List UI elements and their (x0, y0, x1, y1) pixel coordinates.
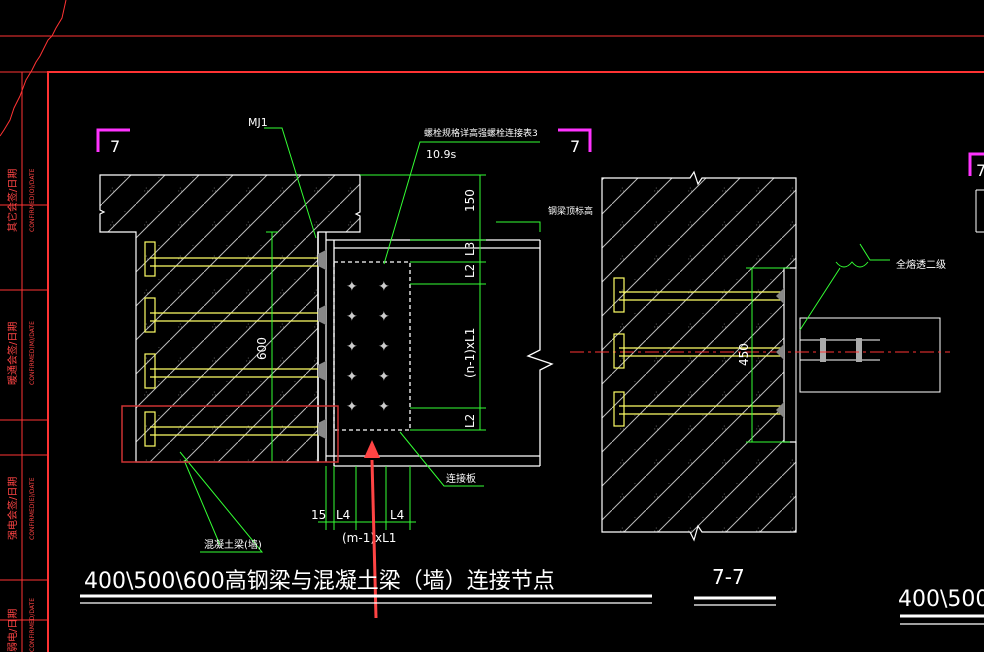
dim-l3: L3 (463, 242, 477, 256)
section-title: 7-7 (694, 565, 776, 606)
svg-text:7: 7 (110, 137, 120, 156)
main-title-text: 400\500\600高钢梁与混凝土梁（墙）连接节点 (84, 569, 555, 594)
left-detail: 7 7 (96, 116, 593, 619)
section-mark-right: 7 (558, 128, 592, 156)
stamp-cell-3: 强电会签/日期 (6, 477, 19, 540)
dim-l2-bottom: L2 (463, 414, 477, 428)
svg-text:✦: ✦ (378, 399, 390, 415)
weld-marks-section (776, 288, 784, 418)
svg-text:7: 7 (570, 137, 580, 156)
svg-text:✦: ✦ (346, 339, 358, 355)
side-stamp: 其它会签/日期 CONFIRMED(O)/DATE 暖通会签/日期 CONFIR… (6, 168, 36, 652)
svg-text:7: 7 (976, 161, 984, 180)
dimension-lines (179, 127, 541, 553)
stamp-cell-4: 弱电/日期 (6, 609, 19, 652)
svg-text:✦: ✦ (378, 369, 390, 385)
partial-title: 400\500 (898, 587, 984, 625)
shear-studs-section (613, 277, 784, 427)
svg-text:✦: ✦ (378, 309, 390, 325)
svg-text:✦: ✦ (346, 369, 358, 385)
steel-beam (326, 239, 554, 467)
label-weld: 全熔透二级 (896, 258, 946, 271)
svg-text:✦: ✦ (378, 279, 390, 295)
dim-l2-top: L2 (463, 264, 477, 278)
highlight-box (121, 405, 339, 463)
dimension-text: 600 150 L3 L2 (n-1)xL1 L2 15 L4 L4 (m-1)… (255, 189, 477, 545)
stamp-cell-3-en: CONFIRMED(E)/DATE (29, 477, 36, 540)
dim-600: 600 (255, 337, 269, 360)
stamp-cell-2: 暖通会签/日期 (6, 322, 19, 385)
dim-nl1: (n-1)xL1 (463, 328, 477, 378)
svg-text:✦: ✦ (346, 309, 358, 325)
label-bolt-note: 螺栓规格详高强螺栓连接表3 (424, 127, 538, 139)
main-title: 400\500\600高钢梁与混凝土梁（墙）连接节点 (80, 569, 652, 604)
bolt-group: ✦ ✦ ✦ ✦ ✦ ✦ ✦ ✦ ✦ ✦ (346, 279, 390, 415)
dim-l4-left: L4 (336, 508, 350, 522)
dim-ml1: (m-1)xL1 (342, 531, 396, 545)
dim-150: 150 (463, 189, 477, 212)
partial-section-mark: 7 (968, 152, 984, 233)
dim-l4-right: L4 (390, 508, 404, 522)
section-mark-left: 7 (96, 128, 130, 156)
dim-15: 15 (311, 508, 326, 522)
svg-text:✦: ✦ (378, 339, 390, 355)
svg-text:✦: ✦ (346, 399, 358, 415)
stamp-cell-1-en: CONFIRMED(O)/DATE (29, 168, 36, 232)
shear-studs (144, 241, 318, 447)
right-dims (746, 243, 890, 443)
svg-text:✦: ✦ (346, 279, 358, 295)
section-title-text: 7-7 (712, 565, 745, 589)
stamp-cell-4-en: CONFIRMED/DATE (29, 598, 36, 652)
label-beam-top: 钢梁顶标高 (548, 205, 593, 217)
dim-450: 450 (737, 343, 751, 366)
label-mj1: MJ1 (248, 116, 268, 129)
label-bolt-grade: 10.9s (426, 148, 456, 161)
weld-marks (318, 250, 326, 439)
label-concrete: 混凝土梁(墙) (204, 538, 262, 551)
labels: MJ1 螺栓规格详高强螺栓连接表3 10.9s 钢梁顶标高 连接板 混凝土梁(墙… (204, 116, 593, 551)
red-arrow (364, 440, 380, 619)
bolt-section (820, 338, 862, 362)
partial-title-text: 400\500 (898, 587, 984, 612)
stamp-cell-1: 其它会签/日期 (6, 169, 19, 232)
right-detail: 450 全熔透二级 7 (570, 152, 984, 542)
label-plate: 连接板 (446, 472, 476, 485)
stamp-cell-2-en: CONFIRMED(M)/DATE (29, 321, 36, 385)
